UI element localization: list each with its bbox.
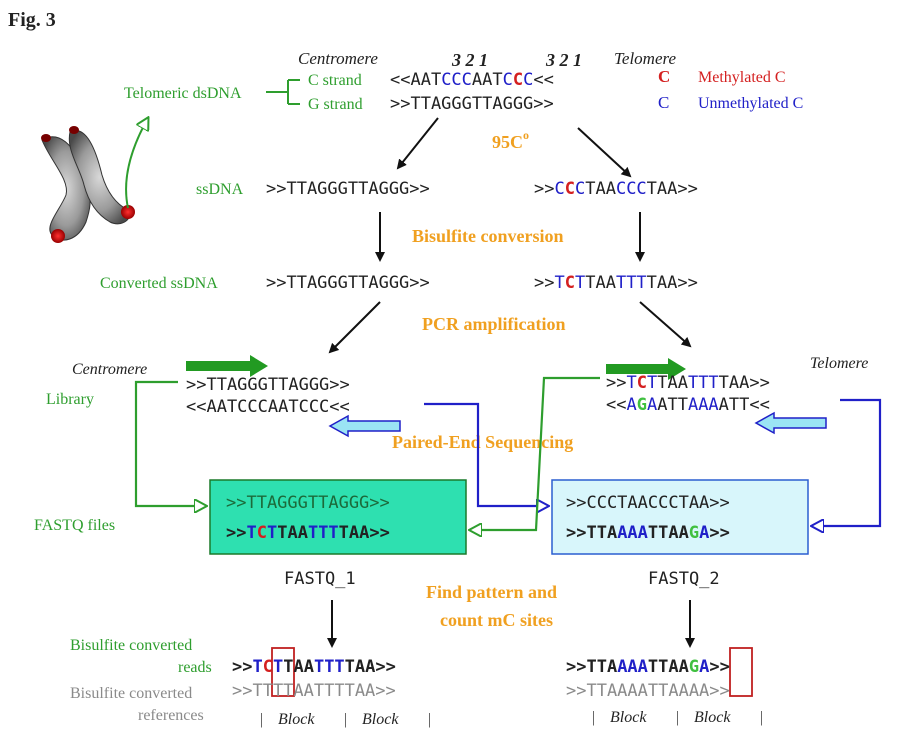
ref-right-sequence: >>TTAAAATTAAAA>> (566, 681, 730, 701)
strand-bracket (266, 79, 300, 105)
block-label: Block (694, 709, 731, 726)
block-label: Block (610, 709, 647, 726)
fastq-files-label: FASTQ files (34, 517, 115, 534)
library-right-top: >>TCTTAATTTTAA>> (606, 373, 770, 393)
fastq2-top-sequence: >>CCCTAACCCTAA>> (566, 493, 730, 513)
library-right-bottom: <<AGAATTAAAATT<< (606, 395, 770, 415)
legend-unmethylated-label: Unmethylated C (698, 95, 803, 112)
fastq1-bottom-sequence: >>TCTTAATTTTAA>> (226, 523, 390, 543)
legend-methylated-mark: C (658, 67, 670, 86)
g-strand-label: G strand (308, 96, 363, 113)
fastq1-label: FASTQ_1 (284, 569, 356, 589)
connector-right-to-fastq1-bottom (470, 376, 600, 530)
converted-ssdna-label: Converted ssDNA (100, 275, 218, 292)
centromere-label-library: Centromere (72, 361, 147, 378)
c-strand-sequence: <<AATCCCAATCCC<< (390, 70, 554, 90)
match-highlight-left (271, 647, 295, 697)
connector-left-to-fastq1-top (134, 380, 206, 506)
legend-methylated-label: Methylated C (698, 69, 786, 86)
block-row-left: | Block | Block | (260, 711, 431, 728)
bs-refs-label-line2: references (138, 707, 204, 724)
block-separator: | (344, 711, 347, 728)
g-strand-sequence: >>TTAGGGTTAGGG>> (390, 94, 554, 114)
block-separator: | (592, 709, 595, 726)
library-left-top: >>TTAGGGTTAGGG>> (186, 375, 350, 395)
c-strand-label: C strand (308, 72, 362, 89)
fastq2-label: FASTQ_2 (648, 569, 720, 589)
connector-left-to-fastq2-top (424, 402, 548, 506)
read1-primer-arrow-left (186, 355, 268, 377)
find-pattern-label-line1: Find pattern and (426, 582, 557, 602)
find-pattern-label-line2: count mC sites (440, 610, 553, 630)
library-left-bottom: <<AATCCCAATCCC<< (186, 397, 350, 417)
chromosome-icon (41, 126, 135, 243)
read-left-sequence: >>TCTTAATTTTAA>> (232, 657, 396, 677)
telomere-label-top: Telomere (614, 49, 676, 68)
block-label: Block (278, 711, 315, 728)
bisulfite-conversion-label: Bisulfite conversion (412, 226, 564, 246)
pcr-label: PCR amplification (422, 314, 566, 334)
legend-unmethylated-mark: C (658, 93, 669, 112)
block-separator: | (676, 709, 679, 726)
denature-arrow-left (396, 117, 439, 170)
block-separator: | (760, 709, 763, 726)
converted-left-sequence: >>TTAGGGTTAGGG>> (266, 273, 430, 293)
block-separator: | (428, 711, 431, 728)
fastq2-box (551, 479, 809, 555)
read-right-sequence: >>TTAAAATTAAGA>> (566, 657, 730, 677)
position-numbers-1: 3 2 1 (451, 50, 488, 70)
bs-refs-label-line1: Bisulfite converted (70, 685, 192, 702)
telomeric-dsdna-label: Telomeric dsDNA (124, 85, 242, 102)
ref-left-sequence: >>TTTTAATTTTAA>> (232, 681, 396, 701)
bs-reads-label-line2: reads (178, 659, 212, 676)
ssdna-right-sequence: >>CCCTAACCCTAA>> (534, 179, 698, 199)
centromere-label-top: Centromere (298, 49, 378, 68)
block-row-right: | Block | Block | (592, 709, 763, 726)
match-highlight-right (729, 647, 753, 697)
bs-reads-label-line1: Bisulfite converted (70, 637, 192, 654)
denature-temp-label: 95Co (492, 128, 529, 152)
pcr-arrow-left (328, 301, 381, 354)
read1-primer-arrow-right (606, 358, 686, 380)
denature-arrow-right (577, 127, 632, 178)
fastq2-bottom-sequence: >>TTAAAATTAAGA>> (566, 523, 730, 543)
fastq1-box (209, 479, 467, 555)
telomere-pointer-arrow (125, 118, 148, 209)
pcr-arrow-right (639, 301, 692, 348)
fastq1-top-sequence: >>TTAGGGTTAGGG>> (226, 493, 390, 513)
block-separator: | (260, 711, 263, 728)
position-numbers-2: 3 2 1 (545, 50, 582, 70)
converted-right-sequence: >>TCTTAATTTTAA>> (534, 273, 698, 293)
read2-primer-arrow-left (328, 414, 401, 438)
paired-end-label: Paired-End Sequencing (392, 432, 573, 452)
connector-right-to-fastq2-bottom (812, 398, 882, 526)
ssdna-label: ssDNA (196, 181, 244, 198)
telomere-label-library: Telomere (810, 355, 868, 372)
ssdna-left-sequence: >>TTAGGGTTAGGG>> (266, 179, 430, 199)
figure-label: Fig. 3 (8, 9, 56, 31)
block-label: Block (362, 711, 399, 728)
read2-primer-arrow-right (754, 411, 827, 435)
library-label: Library (46, 391, 94, 408)
